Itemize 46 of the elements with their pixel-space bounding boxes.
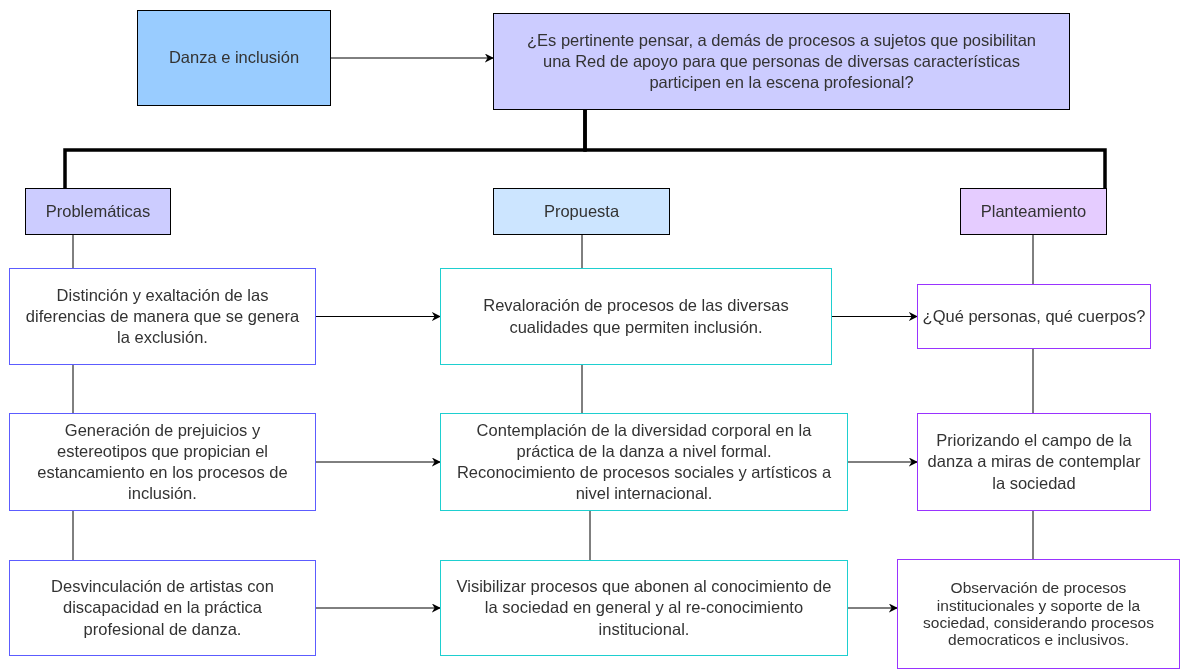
box-text: Visibilizar procesos que abonen al conocimiento de la sociedad en general y al re-conocimiento institucional. xyxy=(455,576,833,640)
process-box xyxy=(897,559,1180,669)
box-text: Distinción y exaltación de las diferencias de manera que se genera la exclusión. xyxy=(24,284,301,349)
box-text: Revaloración de procesos de las diversas cualidades que permiten inclusión. xyxy=(482,295,790,338)
category-box xyxy=(960,188,1107,235)
process-box xyxy=(440,413,848,511)
box-text: Desvinculación de artistas con discapacidad en la práctica profesional de danza. xyxy=(50,576,275,640)
category-box xyxy=(493,188,670,235)
box-text: Observación de procesos institucionales y soporte de la sociedad, considerando procesos democraticos e inclusivos. xyxy=(922,579,1155,649)
connector-line xyxy=(1032,510,1034,560)
connector-line xyxy=(583,110,1107,188)
process-box xyxy=(917,284,1151,349)
process-box xyxy=(917,413,1151,511)
box-text: Planteamiento xyxy=(980,200,1087,222)
arrow xyxy=(847,457,918,467)
box-text: Problemáticas xyxy=(45,200,151,222)
box-text: Danza e inclusión xyxy=(168,47,300,69)
box-text: Propuesta xyxy=(543,200,620,222)
connector-line xyxy=(1032,234,1034,285)
connector-line xyxy=(1032,348,1034,414)
arrow xyxy=(315,457,441,467)
box-text: Contemplación de la diversidad corporal en la práctica de la danza a nivel formal. xyxy=(475,419,813,462)
question-box xyxy=(493,13,1070,110)
process-box xyxy=(9,413,316,511)
process-box xyxy=(9,560,316,656)
box-text: Priorizando el campo de la danza a miras de contemplar la sociedad xyxy=(926,430,1142,494)
process-box xyxy=(440,268,832,365)
connector-line xyxy=(581,234,583,269)
box-text: ¿Es pertinente pensar, a demás de procesos a sujetos que posibilitan una Red de apoyo para que personas de diversas características participen en la escena profesional? xyxy=(525,29,1038,94)
connector-line xyxy=(72,234,74,269)
connector-line xyxy=(589,510,591,561)
arrow xyxy=(831,312,918,321)
box-text: ¿Qué personas, qué cuerpos? xyxy=(922,305,1146,327)
arrow xyxy=(315,603,441,613)
connector-line xyxy=(581,364,583,414)
connector-line xyxy=(72,364,74,414)
connector-line xyxy=(72,510,74,561)
title-box xyxy=(137,10,331,106)
category-box xyxy=(25,188,171,235)
arrow xyxy=(847,603,898,613)
process-box xyxy=(9,268,316,365)
box-text: Generación de prejuicios y estereotipos que propician el estancamiento en los procesos de inclusión. xyxy=(36,419,289,505)
arrow xyxy=(330,53,494,63)
process-box xyxy=(440,560,848,656)
arrow xyxy=(315,312,441,321)
box-text: Reconocimiento de procesos sociales y artísticos a nivel internacional. xyxy=(455,462,833,505)
